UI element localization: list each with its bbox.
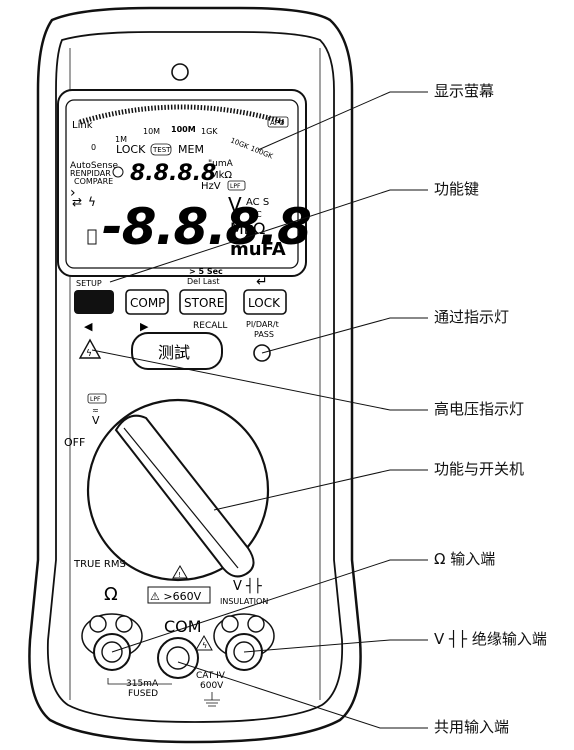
battery-icon [87,229,97,245]
dial-acdc-icon: ≂ [92,406,99,415]
v-aux-jack-right[interactable] [247,615,265,633]
callout-com-input: 共用输入端 [434,718,510,736]
test-button-label: 测試 [158,343,190,362]
unit-mkohm: MkΩ [210,170,232,181]
hv-bolt-icon: ϟ [88,195,96,209]
test-indicator: TEST [152,146,171,154]
left-chevron-icon: › [70,185,76,201]
mem-indicator: MEM [178,143,204,156]
lock-sub-label-1: PI/DAR/t [246,320,279,329]
hv-warning-led [78,338,102,359]
cat-rating-1: CAT IV [196,671,226,681]
store-hint-1: > 5 Sec [189,267,223,276]
dial-lpf-label: LPF [90,396,101,403]
renpidar-label: RENPIDAR [70,169,111,178]
lock-button[interactable] [243,289,287,315]
ground-icon [204,692,220,707]
callout-display: 显示萤幕 [434,82,495,100]
enter-icon: ↵ [256,274,268,290]
warning-icon-top: ! [178,571,181,579]
analog-bargraph [79,104,285,125]
callout-switch: 功能与开关机 [434,460,525,478]
link-label: Link [72,120,93,131]
scale-1gk: 1GK [201,127,218,136]
apo-label: APO [270,119,285,127]
insulation-label: INSULATION [220,597,268,606]
callout-function-key: 功能键 [434,180,480,198]
dial-v-label: V [92,414,100,427]
hanging-hole [171,63,189,81]
callout-ohm-input: Ω 输入端 [434,550,496,568]
warning-icon-com: ϟ [202,641,207,650]
store-hint-2: Del Last [187,277,220,286]
unit-uma: "umA [208,159,234,169]
v-aux-jack-left[interactable] [221,615,239,633]
scale-100m: 100M [171,125,196,134]
scale-10m: 10M [143,127,160,136]
test-button[interactable] [131,332,223,370]
unit-mkohm-big: MkΩ [230,219,265,238]
scale-0: 0 [91,143,96,152]
callout-leaders [91,91,428,729]
comp-button[interactable] [125,289,169,315]
display-screen [65,99,299,269]
scale-1m: 1M [115,135,127,144]
callout-v-input: V ┤├ 绝缘输入端 [434,630,547,648]
ohm-aux-jack-right[interactable] [115,615,133,633]
recall-label: RECALL [193,321,227,331]
comp-label: COMP [130,296,165,310]
secondary-readout: 8.8.8.8 [130,161,216,186]
switch-knob[interactable] [114,414,255,578]
unit-v: V [228,193,242,217]
autosense-label: AutoSense [70,161,119,171]
direction-arrows-icon: ⇄ [72,195,82,209]
unit-mufa: muFA [230,239,286,260]
unit-dc: DC [250,210,262,219]
hv-warning-icon: ϟ [86,349,92,359]
dial-off-label: OFF [64,436,85,449]
left-arrow-icon: ◀ [84,320,93,333]
ohm-aux-jack-left[interactable] [89,615,107,633]
store-button[interactable] [179,289,227,315]
callout-hv-led: 高电压指示灯 [434,400,525,418]
unit-ac: AC S [246,197,269,208]
callout-pass-led: 通过指示灯 [434,308,510,326]
compare-label: COMPARE [74,177,113,186]
lock-sub-label-2: PASS [254,330,274,339]
setup-button[interactable] [74,290,114,314]
lock-indicator: LOCK [116,143,146,156]
lock-label: LOCK [248,296,281,310]
store-label: STORE [184,296,224,310]
true-rms-label: TRUE RMS [73,559,126,570]
lpf-indicator: LPF [230,183,241,190]
max-voltage-warning: ⚠ >660V [150,590,202,603]
ohm-symbol: Ω [104,584,118,605]
fuse-rating-2: FUSED [128,689,158,699]
setup-label: SETUP [76,279,102,288]
v-insulation-symbol: V ┤├ [233,577,262,594]
right-arrow-icon: ▶ [140,320,149,333]
unit-hzv: HzV [201,181,221,192]
cat-rating-2: 600V [200,681,224,691]
